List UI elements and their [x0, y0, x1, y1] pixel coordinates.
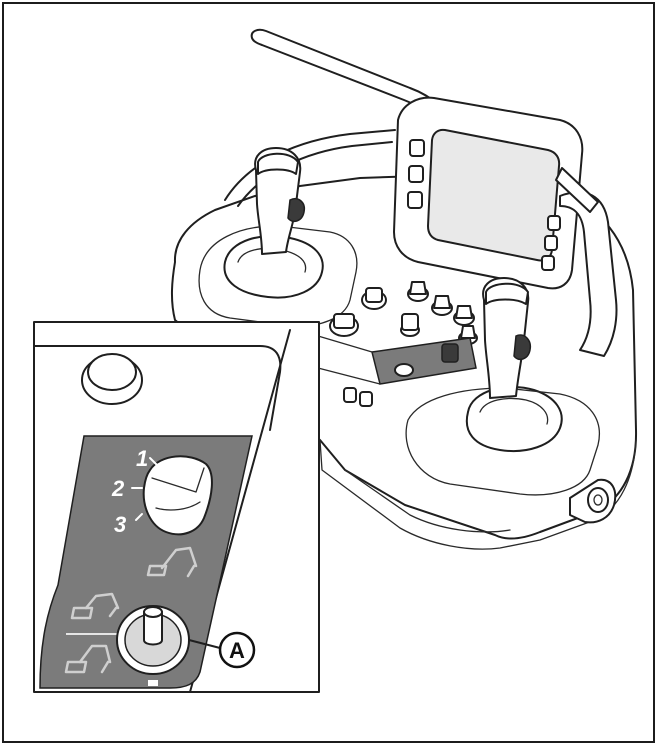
selector-knob-facet — [155, 501, 201, 511]
right-joystick-boot-ring — [479, 397, 549, 425]
selector-knob-ridge — [151, 467, 205, 493]
zoom-inset: 1 2 3 — [33, 321, 320, 693]
inset-round-button-top — [87, 353, 137, 391]
callout-a-leader — [188, 639, 221, 649]
right-console-recess — [405, 387, 600, 496]
excavator-arm-up-icon — [70, 592, 120, 620]
selector-position-2: 2 — [111, 476, 125, 501]
callout-a-circle — [218, 631, 256, 669]
selector-position-3: 3 — [114, 512, 126, 537]
monitor-right-buttons — [541, 215, 561, 271]
left-console-recess — [198, 225, 358, 327]
left-joystick-cap — [257, 152, 299, 175]
selector-knob — [142, 455, 213, 536]
console-foot-bolt — [587, 487, 609, 513]
console-panel-knob — [394, 363, 414, 377]
excavator-arm-down-icon-lower — [64, 644, 112, 674]
center-switch-cluster — [329, 281, 478, 345]
console-illustration — [171, 28, 638, 550]
console-side-line — [344, 469, 511, 533]
monitor-screen — [427, 128, 561, 262]
left-joystick-trigger — [287, 198, 306, 223]
switch-a — [116, 605, 190, 675]
inset-panel-edge — [33, 345, 282, 431]
front-button-1 — [343, 387, 357, 403]
console-foot-bolt-core — [593, 494, 603, 506]
right-joystick-cap — [485, 282, 529, 305]
excavator-arm-down-icon — [146, 546, 198, 578]
front-button-2 — [359, 391, 373, 407]
console-side — [319, 439, 637, 550]
switch-a-mark — [148, 680, 158, 686]
right-joystick-trigger — [513, 334, 532, 361]
selector-tick-marks — [131, 457, 159, 521]
monitor-left-buttons — [407, 139, 425, 209]
support-clamp — [555, 167, 599, 213]
console-panel-switch — [441, 343, 459, 363]
callout-a-label: A — [229, 638, 245, 663]
selector-position-1: 1 — [136, 446, 148, 471]
right-support-arm — [559, 191, 618, 357]
